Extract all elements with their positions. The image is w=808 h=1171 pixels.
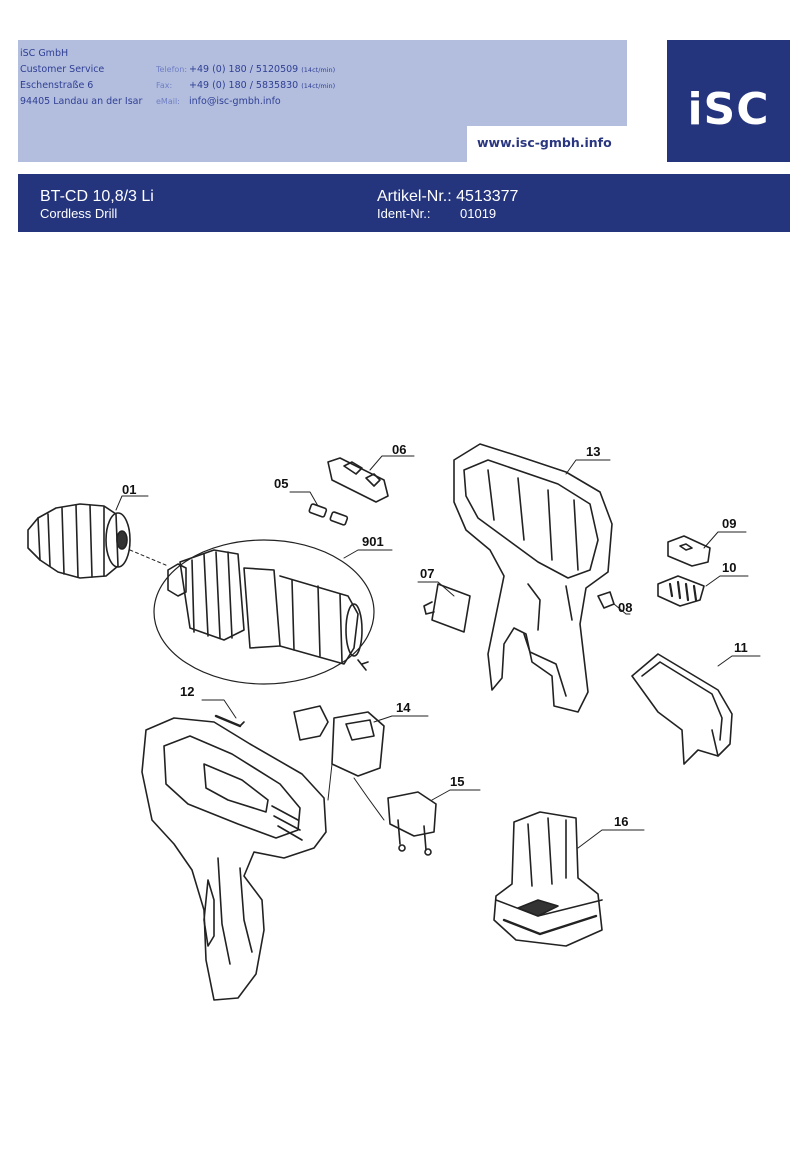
exploded-parts-diagram: 01 05 06 07 08 09 10 11 12 13 14 15 16 9… <box>27 442 761 1001</box>
label-01: 01 <box>122 482 136 497</box>
logo-text: iSC <box>687 84 770 135</box>
part-07-plate <box>423 583 471 633</box>
part-12-pin <box>214 714 245 728</box>
label-14: 14 <box>396 700 411 715</box>
isc-logo: iSC <box>667 40 790 162</box>
fax-number: +49 (0) 180 / 5835830 <box>189 80 299 91</box>
article-label: Artikel-Nr.: <box>377 188 452 205</box>
leader-lines <box>115 455 761 849</box>
label-07: 07 <box>420 566 434 581</box>
product-description: Cordless Drill <box>40 206 118 221</box>
label-12: 12 <box>180 684 194 699</box>
city: 94405 Landau an der Isar <box>20 96 143 107</box>
model-name: BT-CD 10,8/3 Li <box>40 188 154 205</box>
phone-label: Telefon: <box>156 65 188 74</box>
phone-number: +49 (0) 180 / 5120509 <box>189 64 299 75</box>
contact-labels: Telefon: Fax: eMail: <box>156 62 187 110</box>
title-bar: BT-CD 10,8/3 Li Cordless Drill Artikel-N… <box>18 174 790 232</box>
email-label: eMail: <box>156 97 180 106</box>
label-05: 05 <box>274 476 288 491</box>
website-link[interactable]: www.isc-gmbh.info <box>477 135 612 150</box>
contact-values: +49 (0) 180 / 5120509 (14ct/min) +49 (0)… <box>189 62 335 110</box>
company-address: iSC GmbH Customer Service Eschenstraße 6… <box>20 46 142 110</box>
part-06-switch <box>327 457 389 503</box>
website-box: www.isc-gmbh.info <box>467 126 627 162</box>
part-09-indicator <box>667 535 711 567</box>
department: Customer Service <box>20 64 105 75</box>
article-value: 4513377 <box>456 188 519 205</box>
article-number: Artikel-Nr.: 4513377 <box>377 188 518 206</box>
part-11-cover <box>631 653 733 765</box>
label-08: 08 <box>618 600 632 615</box>
label-06: 06 <box>392 442 406 457</box>
street: Eschenstraße 6 <box>20 80 94 91</box>
email-address[interactable]: info@isc-gmbh.info <box>189 96 281 107</box>
housing-left <box>141 717 327 1001</box>
label-11: 11 <box>734 640 748 655</box>
label-15: 15 <box>450 774 464 789</box>
part-10-contacts <box>657 575 705 607</box>
label-16: 16 <box>614 814 628 829</box>
label-13: 13 <box>586 444 600 459</box>
label-901: 901 <box>362 534 384 549</box>
part-15-connector <box>387 791 437 856</box>
fax-row: +49 (0) 180 / 5835830 (14ct/min) <box>189 78 335 94</box>
part-05-brushes <box>308 503 349 526</box>
fax-rate: (14ct/min) <box>301 82 336 90</box>
part-08-clip <box>597 591 615 609</box>
part-901-gearbox-motor <box>153 539 375 685</box>
phone-rate: (14ct/min) <box>301 66 336 74</box>
company-name: iSC GmbH <box>20 48 69 59</box>
label-10: 10 <box>722 560 736 575</box>
part-01-chuck <box>27 503 169 579</box>
part-14-switch <box>293 705 385 821</box>
part-16-battery <box>493 811 603 947</box>
part-13-housing-right <box>453 443 613 713</box>
fax-label: Fax: <box>156 81 173 90</box>
ident-value: 01019 <box>460 206 497 221</box>
ident-label: Ident-Nr.: <box>377 206 431 221</box>
label-09: 09 <box>722 516 736 531</box>
phone-row: +49 (0) 180 / 5120509 (14ct/min) <box>189 62 335 78</box>
